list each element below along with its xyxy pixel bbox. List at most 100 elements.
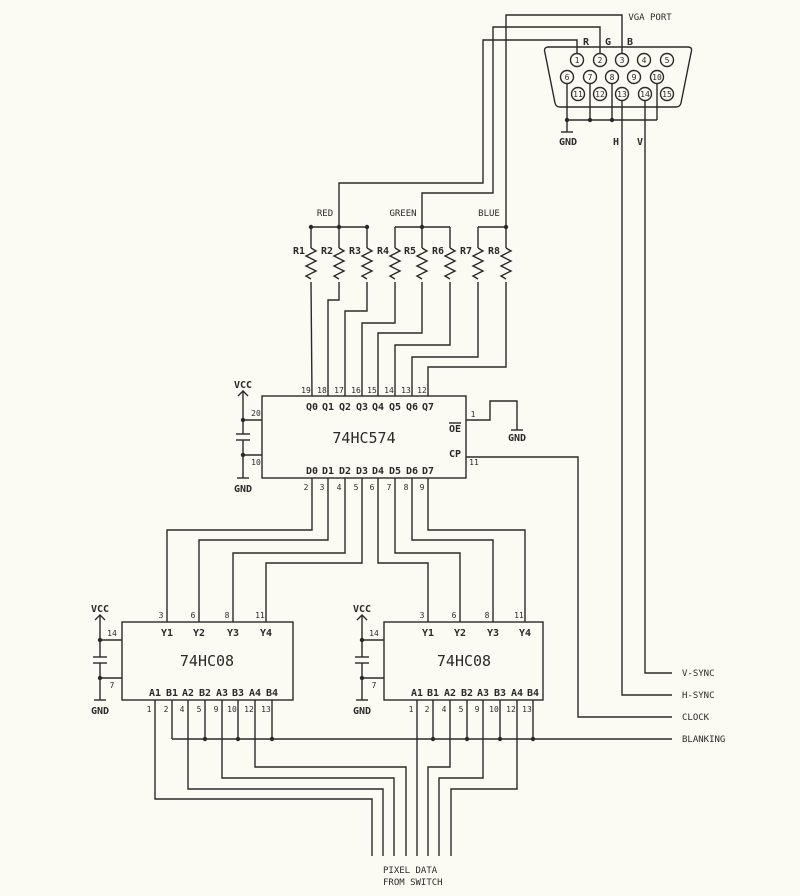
junction-dot — [609, 117, 615, 123]
d-pin-number: 5 — [354, 483, 359, 492]
vga-pin-number: 1 — [575, 56, 580, 65]
input-pin-number: 9 — [475, 705, 480, 714]
resistor-label: R6 — [432, 246, 444, 257]
d-pin-number: 3 — [320, 483, 325, 492]
input-pin-label: A2 — [444, 688, 456, 699]
pixel-wire — [450, 700, 518, 856]
and-gnd-label: GND — [91, 706, 109, 717]
input-pin-number: 5 — [197, 705, 202, 714]
input-pin-number: 5 — [459, 705, 464, 714]
vga-pin-number: 12 — [595, 90, 605, 99]
y-pin-label: Y4 — [260, 628, 272, 639]
d-pin-label: D6 — [406, 466, 418, 477]
q-pin-label: Q0 — [306, 402, 318, 413]
vsync-wire — [644, 101, 672, 674]
clock-label: CLOCK — [682, 713, 710, 723]
red-bus-label: RED — [317, 209, 333, 219]
d-pin-label: D0 — [306, 466, 318, 477]
q-pin-label: Q5 — [389, 402, 401, 413]
q-pin-label: Q2 — [339, 402, 351, 413]
input-pin-label: B1 — [427, 688, 439, 699]
input-pin-number: 4 — [180, 705, 185, 714]
junction-dot — [97, 637, 103, 643]
pixel-wire — [154, 700, 373, 856]
green-bus-label: GREEN — [389, 209, 416, 219]
d-pin-label: D2 — [339, 466, 351, 477]
vga-pin-number: 6 — [565, 73, 570, 82]
junction-dot — [359, 637, 365, 643]
vga-pin-number: 7 — [588, 73, 593, 82]
resistor-label: R4 — [377, 246, 389, 257]
y-pin-number: 8 — [225, 611, 230, 620]
q-wire — [327, 282, 340, 396]
q-pin-label: Q6 — [406, 402, 418, 413]
input-pin-label: A4 — [249, 688, 261, 699]
resistor-3 — [360, 247, 374, 280]
input-pin-number: 10 — [489, 705, 499, 714]
d-wire — [232, 478, 346, 622]
y-pin-label: Y1 — [161, 628, 173, 639]
vga-g-label: G — [605, 37, 611, 48]
input-pin-number: 2 — [425, 705, 430, 714]
vga-pin-7 — [582, 69, 598, 85]
vga-pin-11 — [570, 86, 586, 102]
vga-pin-8 — [604, 69, 620, 85]
vcc-label: VCC — [234, 380, 252, 391]
vga-pin-number: 9 — [632, 73, 637, 82]
input-pin-label: A3 — [477, 688, 489, 699]
resistor-2 — [332, 247, 346, 280]
resistor-label: R3 — [349, 246, 361, 257]
blue-bus-label: BLUE — [478, 209, 500, 219]
q-wire — [411, 282, 479, 396]
gnd-pin-number: 10 — [251, 458, 261, 467]
d-wire — [377, 478, 429, 622]
vga-h-label: H — [613, 137, 619, 148]
junction-dot — [240, 452, 246, 458]
resistor-1 — [304, 247, 318, 280]
resistor-label: R7 — [460, 246, 472, 257]
input-pin-number: 1 — [409, 705, 414, 714]
d-pin-number: 8 — [404, 483, 409, 492]
junction-dot — [97, 675, 103, 681]
input-pin-label: B2 — [199, 688, 211, 699]
latch-gnd-label: GND — [234, 484, 252, 495]
74hc08-name: 74HC08 — [180, 652, 234, 670]
d-pin-label: D5 — [389, 466, 401, 477]
vga-pin-6 — [559, 69, 575, 85]
input-pin-label: B1 — [166, 688, 178, 699]
q-pin-label: Q1 — [322, 402, 334, 413]
y-pin-number: 3 — [420, 611, 425, 620]
vga-pin-number: 2 — [598, 56, 603, 65]
vga-pin-12 — [592, 86, 608, 102]
y-pin-label: Y2 — [454, 628, 466, 639]
junction-dot — [359, 675, 365, 681]
cp-pin-number: 11 — [469, 458, 479, 467]
q-wire — [394, 282, 451, 396]
vga-r-label: R — [583, 37, 590, 48]
blue-wire — [505, 14, 623, 227]
d-pin-number: 6 — [370, 483, 375, 492]
vga-pin-4 — [636, 52, 652, 68]
hsync-wire — [621, 101, 672, 696]
input-pin-label: A2 — [182, 688, 194, 699]
vga-pin-9 — [626, 69, 642, 85]
d-pin-number: 2 — [304, 483, 309, 492]
resistor-7 — [471, 247, 485, 280]
q-wire — [377, 282, 423, 396]
input-pin-number: 12 — [244, 705, 254, 714]
pixel-data-label: FROM SWITCH — [383, 878, 443, 888]
74hc08-name: 74HC08 — [437, 652, 491, 670]
pixel-wire — [187, 700, 384, 856]
vga-pin-number: 3 — [620, 56, 625, 65]
vga-port-title: VGA PORT — [628, 13, 672, 23]
q-pin-label: Q3 — [356, 402, 368, 413]
resistor-6 — [443, 247, 457, 280]
y-pin-number: 11 — [514, 611, 524, 620]
vga-pin-number: 4 — [642, 56, 647, 65]
input-pin-label: B3 — [494, 688, 506, 699]
oe-pin-number: 1 — [471, 410, 476, 419]
junction-dot — [364, 224, 370, 230]
d-pin-label: D7 — [422, 466, 434, 477]
q-pin-number: 13 — [401, 386, 411, 395]
